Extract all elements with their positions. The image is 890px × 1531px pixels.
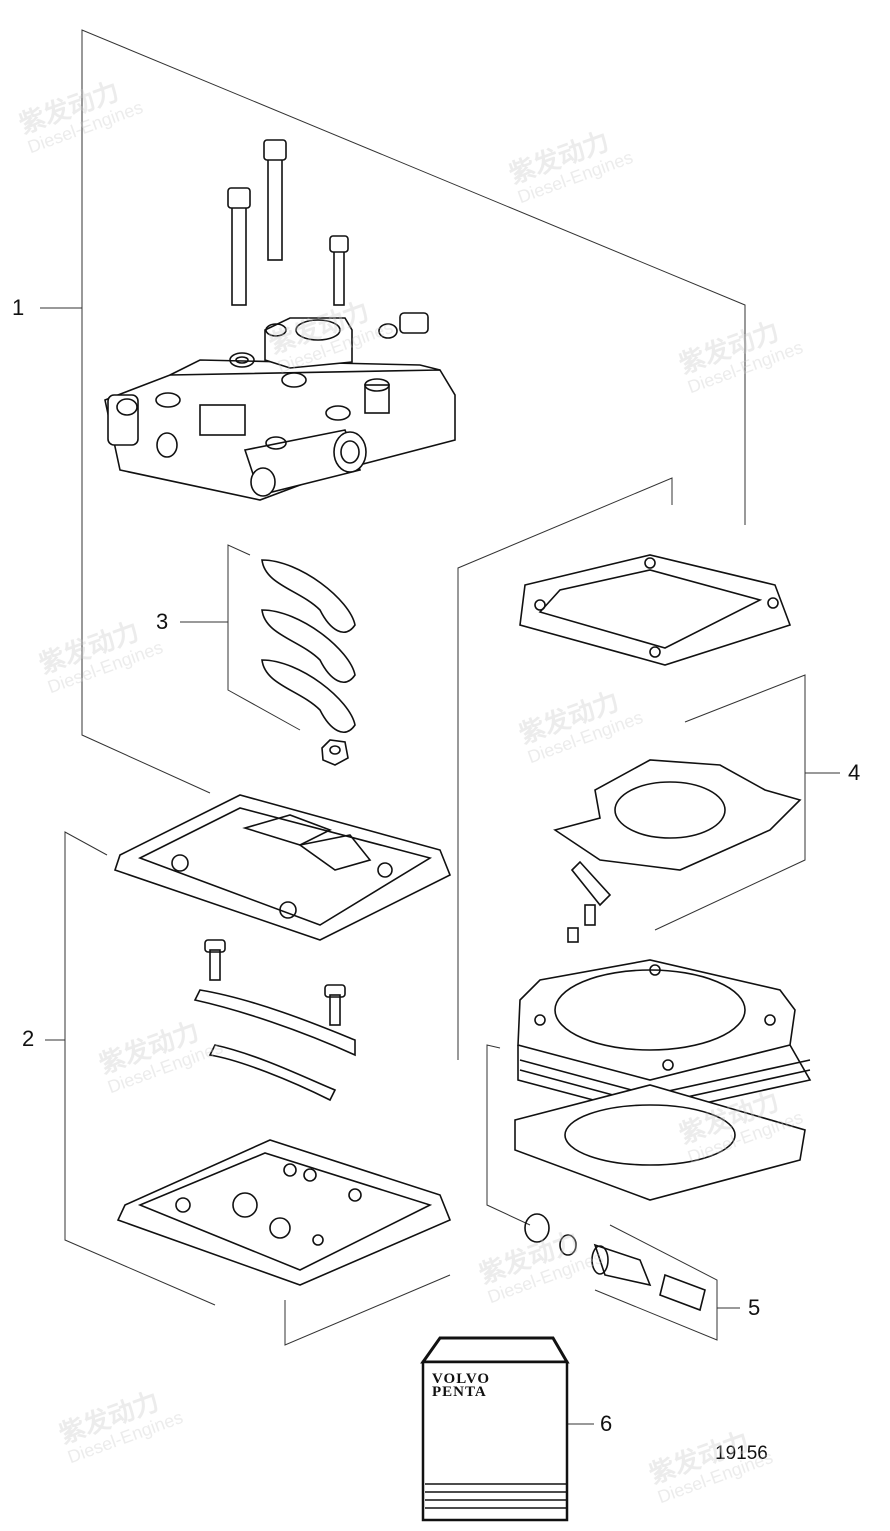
cylinder-block xyxy=(514,959,812,1201)
cylinder-head xyxy=(104,312,456,501)
valve-plate-gasket-upper xyxy=(113,794,452,941)
figure-number: 19156 xyxy=(715,1443,768,1464)
callout-1: 1 xyxy=(12,295,25,320)
callout-6: 6 xyxy=(600,1411,613,1436)
bracket-lines xyxy=(40,29,840,1425)
relief-valve-parts xyxy=(524,1213,706,1312)
callout-5: 5 xyxy=(748,1295,761,1320)
callout-2: 2 xyxy=(22,1026,35,1051)
volvo-penta-logo: VOLVO PENTA xyxy=(432,1371,491,1400)
valve-springs xyxy=(193,939,356,1102)
callout-3: 3 xyxy=(156,609,169,634)
cylinder-base-gasket xyxy=(553,759,802,943)
reed-valves xyxy=(261,559,356,766)
logo-line-1: VOLVO xyxy=(432,1371,491,1387)
valve-plate-gasket-lower xyxy=(116,1139,452,1286)
logo-line-2: PENTA xyxy=(432,1384,487,1400)
bolts xyxy=(227,139,349,306)
callout-4: 4 xyxy=(848,760,861,785)
gasket-kit-package xyxy=(420,1336,570,1522)
cylinder-top-gasket xyxy=(519,554,792,666)
